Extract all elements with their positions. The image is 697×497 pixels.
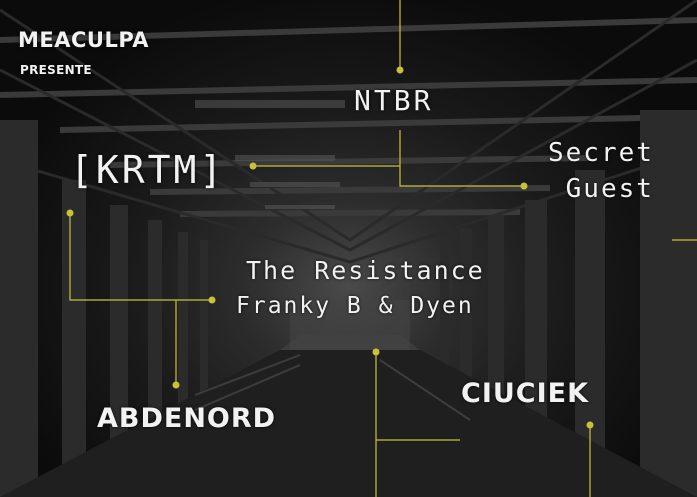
artist-secret-line2: Guest — [565, 174, 654, 204]
artist-the-resistance: The Resistance — [246, 256, 485, 285]
artist-franky-b-dyen: Franky B & Dyen — [236, 293, 474, 319]
artist-secret-guest: Secret Guest — [548, 135, 654, 207]
brand-subtitle: PRESENTE — [20, 63, 92, 77]
artist-ntbr: NTBR — [354, 84, 434, 117]
artist-krtm: [KRTM] — [70, 148, 226, 192]
artist-abdenord: ABDENORD — [97, 403, 277, 434]
brand-name: MEACULPA — [18, 28, 150, 52]
artist-ciuciek: CIUCIEK — [461, 378, 590, 409]
artist-secret-line1: Secret — [548, 138, 654, 168]
